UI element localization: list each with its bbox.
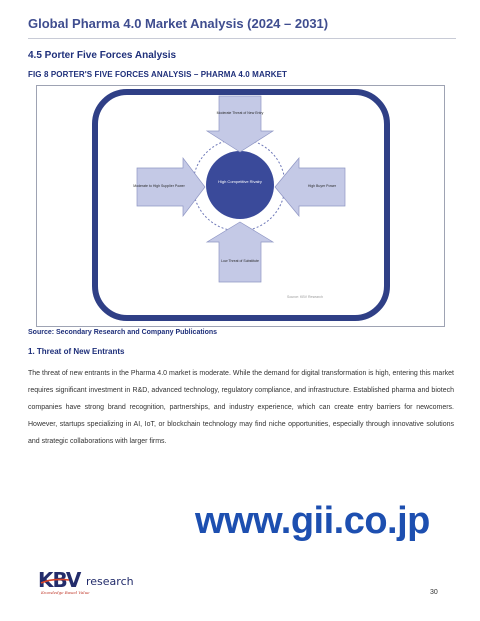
bottom-label: Low Threat of Substitute [221, 259, 259, 263]
top-label: Moderate Threat of New Entry [217, 111, 264, 115]
section-heading: 4.5 Porter Five Forces Analysis [28, 50, 177, 61]
body-paragraph: The threat of new entrants in the Pharma… [28, 370, 454, 445]
left-label: Moderate to High Supplier Power [133, 184, 185, 188]
figure-caption: FIG 8 PORTER'S FIVE FORCES ANALYSIS – PH… [28, 70, 287, 79]
source-line: Source: Secondary Research and Company P… [28, 329, 218, 336]
watermark-url: www.gii.co.jp [195, 500, 430, 542]
right-arrow [274, 157, 346, 217]
logo-tagline: Knowledge Based Value [41, 590, 90, 595]
right-label: High Buyer Power [308, 184, 337, 188]
porter-diagram: High Competitive Rivalry Moderate Threat… [92, 89, 390, 321]
page-title: Global Pharma 4.0 Market Analysis (2024 … [28, 16, 329, 31]
subsection-heading: 1. Threat of New Entrants [28, 347, 125, 356]
logo-swoosh-icon [40, 578, 70, 584]
logo-word: research [86, 575, 134, 588]
porter-five-forces-figure: High Competitive Rivalry Moderate Threat… [36, 85, 445, 327]
top-arrow [205, 95, 275, 153]
page-number: 30 [430, 589, 438, 596]
center-circle [206, 151, 274, 219]
title-divider [28, 38, 456, 39]
figure-source-note: Source: KBV Research [287, 295, 323, 299]
bottom-arrow [205, 221, 275, 283]
left-arrow [136, 156, 206, 218]
kbv-logo: KBV research Knowledge Based Value [38, 568, 168, 600]
center-label: High Competitive Rivalry [218, 179, 262, 184]
